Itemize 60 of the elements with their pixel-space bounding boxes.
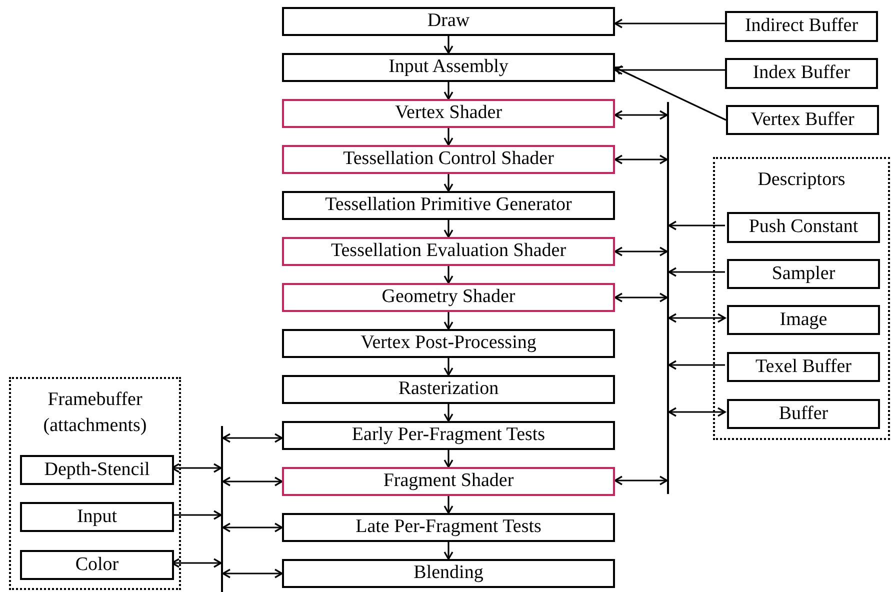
shader-stage-box: Vertex Shader <box>282 99 615 128</box>
stage-box: Depth-Stencil <box>20 455 174 485</box>
arrow <box>444 404 454 422</box>
arrow <box>614 154 668 164</box>
arrow <box>222 522 283 532</box>
arrow <box>444 450 454 468</box>
stage-box: Image <box>727 305 880 335</box>
arrow <box>222 433 283 443</box>
stage-box: Draw <box>282 7 615 36</box>
arrow <box>614 292 668 302</box>
shader-stage-box: Tessellation Evaluation Shader <box>282 237 615 266</box>
arrow <box>444 358 454 376</box>
arrow <box>614 476 668 486</box>
arrow <box>614 246 668 256</box>
arrow <box>222 476 283 486</box>
arrow <box>668 313 726 323</box>
shader-stage-box: Tessellation Control Shader <box>282 145 615 174</box>
group-title: Framebuffer (attachments) <box>42 388 148 438</box>
stage-box: Input <box>20 502 174 532</box>
stage-box: Early Per-Fragment Tests <box>282 421 615 450</box>
group-frame <box>713 157 890 440</box>
arrow <box>444 496 454 514</box>
arrow <box>614 66 726 121</box>
arrow <box>668 220 725 230</box>
stage-box: Blending <box>282 559 615 588</box>
stage-box: Late Per-Fragment Tests <box>282 513 615 542</box>
arrow <box>444 82 454 100</box>
stage-box: Buffer <box>727 399 880 429</box>
arrow <box>668 267 725 277</box>
arrow <box>172 510 222 520</box>
arrow <box>614 65 725 75</box>
group-frame <box>9 377 181 590</box>
arrow <box>444 266 454 284</box>
stage-box: Sampler <box>727 259 880 289</box>
arrow <box>614 110 668 120</box>
bus-line <box>667 102 669 494</box>
stage-box: Input Assembly <box>282 53 615 82</box>
bus-line <box>221 426 223 592</box>
group-title: Descriptors <box>756 168 846 192</box>
arrow <box>444 220 454 238</box>
stage-box: Rasterization <box>282 375 615 404</box>
arrow <box>614 18 725 28</box>
arrow <box>444 128 454 146</box>
arrow <box>444 312 454 330</box>
stage-box: Indirect Buffer <box>725 11 878 42</box>
stage-box: Tessellation Primitive Generator <box>282 191 615 220</box>
stage-box: Index Buffer <box>725 58 878 89</box>
arrow <box>222 568 283 578</box>
arrow <box>668 360 725 370</box>
arrow <box>668 407 726 417</box>
stage-box: Vertex Post-Processing <box>282 329 615 358</box>
arrow <box>444 542 454 560</box>
arrow <box>444 174 454 192</box>
stage-box: Push Constant <box>727 212 880 243</box>
shader-stage-box: Geometry Shader <box>282 283 615 312</box>
arrow <box>444 36 454 54</box>
stage-box: Texel Buffer <box>727 352 880 382</box>
stage-box: Vertex Buffer <box>726 105 879 135</box>
stage-box: Color <box>20 550 174 580</box>
shader-stage-box: Fragment Shader <box>282 467 615 496</box>
